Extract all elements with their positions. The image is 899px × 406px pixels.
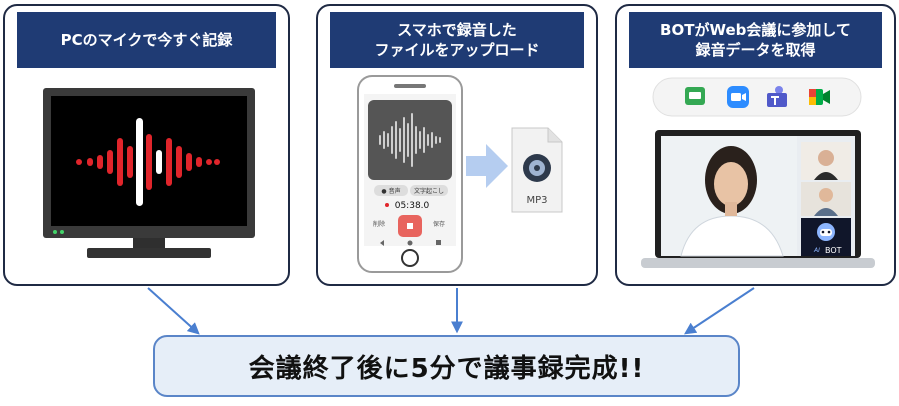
google-chat-icon — [685, 87, 705, 105]
card-bot-title: BOTがWeb会議に参加して 録音データを取得 — [629, 12, 882, 68]
meeting-illustration: AI BOT — [641, 77, 875, 268]
mp3-label: MP3 — [526, 195, 547, 206]
card-pc-mic-title: PCのマイクで今すぐ記録 — [17, 12, 276, 68]
google-meet-icon — [809, 89, 830, 105]
audio-waveform-icon — [379, 113, 441, 167]
card-smartphone-title: スマホで録音した ファイルをアップロード — [330, 12, 584, 68]
phone-save-label: 保存 — [433, 220, 445, 228]
card-pc-mic: PCのマイクで今すぐ記録 — [3, 4, 290, 286]
smartphone-illustration: ● 音声 文字起こし 05:38.0 削除 保存 MP3 — [357, 75, 563, 273]
card-bot-meeting: BOTがWeb会議に参加して 録音データを取得 — [615, 4, 896, 286]
waveform-icon — [76, 118, 220, 206]
arrow-from-pc — [147, 287, 200, 335]
phone-delete-label: 削除 — [373, 220, 385, 228]
monitor-stand — [87, 248, 211, 258]
phone-home-button — [401, 249, 419, 267]
main-participant-avatar — [680, 146, 784, 257]
phone-chip-transcript: 文字起こし — [414, 187, 444, 195]
phone-timer: 05:38.0 — [395, 201, 430, 211]
teams-icon — [767, 86, 787, 107]
laptop-base — [641, 258, 875, 268]
result-banner: 会議終了後に5分で議事録完成!! — [153, 335, 740, 397]
card-smartphone-upload: スマホで録音した ファイルをアップロード ● 音声 文字起こし 05:38.0 … — [316, 4, 598, 286]
app-icons-bar — [652, 77, 862, 117]
bot-brand-label: AI — [813, 247, 820, 254]
bot-label: BOT — [825, 246, 842, 255]
arrow-from-bot — [683, 287, 755, 335]
bot-robot-icon — [817, 223, 835, 241]
phone-chip-audio: ● 音声 — [381, 187, 400, 195]
zoom-icon — [727, 86, 749, 108]
monitor-illustration — [43, 88, 255, 258]
arrow-right-icon — [466, 144, 508, 188]
